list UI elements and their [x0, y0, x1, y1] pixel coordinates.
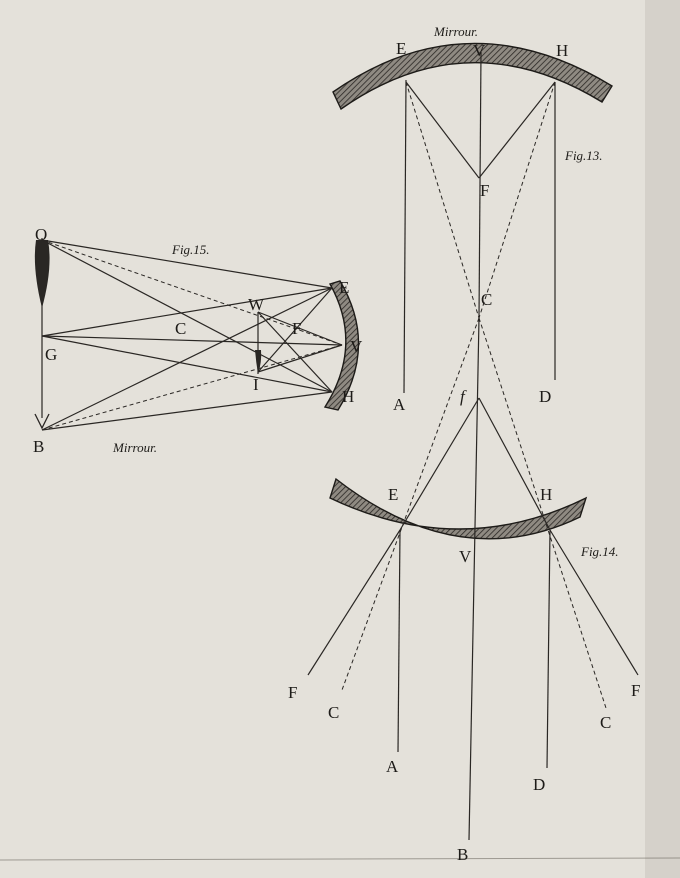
arrow-feather-icon	[34, 240, 50, 308]
image-feather-icon	[255, 350, 262, 374]
label-E: E	[388, 485, 398, 504]
label-F-left: F	[288, 683, 297, 702]
fig13-title: Mirrour.	[433, 24, 478, 39]
reflected-ray-H-F	[478, 81, 556, 179]
label-H: H	[556, 41, 568, 60]
virtual-ray-f-H	[478, 397, 551, 531]
reflected-V-W	[257, 311, 343, 346]
fig15-title: Mirrour.	[112, 440, 157, 455]
reflected-ray-left	[307, 529, 401, 676]
virtual-ray-f-E	[399, 397, 480, 531]
concave-mirror-fig13	[332, 42, 613, 111]
ray-O-E	[41, 239, 333, 289]
label-C-right: C	[600, 713, 611, 732]
normal-right	[478, 317, 607, 709]
label-A: A	[386, 757, 399, 776]
reflected-ray-E-F	[405, 81, 480, 179]
concave-mirror-fig15	[323, 280, 360, 411]
label-G: G	[45, 345, 57, 364]
ray-B-V	[41, 344, 343, 431]
label-f: f	[460, 387, 467, 406]
ray-G-H	[41, 335, 333, 393]
reflected-V-I	[257, 344, 343, 373]
label-W: W	[248, 295, 265, 314]
label-C-left: C	[328, 703, 339, 722]
radius-E-C	[405, 81, 480, 319]
ray-B-E	[41, 287, 333, 431]
label-V: V	[350, 337, 363, 356]
label-H: H	[540, 485, 552, 504]
radius-H-C	[478, 81, 556, 319]
arrow-head-icon	[34, 413, 50, 430]
label-F: F	[292, 319, 301, 338]
normal-left	[341, 317, 480, 691]
label-D: D	[533, 775, 545, 794]
figure-15: Fig.15. O G B Mirrour. C W F I E V H	[33, 225, 363, 456]
optical-axis-fig14	[468, 317, 480, 841]
label-I: I	[253, 375, 259, 394]
reflected-ray-right	[549, 529, 639, 676]
label-D: D	[539, 387, 551, 406]
label-V: V	[473, 41, 486, 60]
label-C: C	[175, 319, 186, 338]
label-H: H	[342, 387, 354, 406]
reflected-E-I	[257, 287, 333, 373]
figure-14: f E H V Fig.14. F C A B D C F	[288, 317, 640, 864]
label-F: F	[480, 181, 489, 200]
ray-A	[397, 529, 401, 753]
label-B: B	[33, 437, 44, 456]
convex-mirror-fig14	[329, 477, 588, 540]
label-C: C	[481, 290, 492, 309]
ray-G-V	[41, 335, 343, 346]
ray-D	[546, 529, 551, 769]
label-O: O	[35, 225, 47, 244]
ray-O-V	[41, 239, 343, 346]
ray-G-E	[41, 287, 333, 337]
fig15-caption: Fig.15.	[171, 242, 210, 257]
label-E: E	[396, 39, 406, 58]
reflected-H-W	[257, 311, 333, 393]
optical-axis-fig13	[478, 51, 482, 319]
ray-B-H	[41, 391, 333, 431]
ray-A-E	[403, 79, 407, 394]
label-F-right: F	[631, 681, 640, 700]
label-V: V	[459, 547, 472, 566]
fig13-caption: Fig.13.	[564, 148, 603, 163]
label-B: B	[457, 845, 468, 864]
ray-O-H	[41, 239, 333, 393]
label-E: E	[339, 278, 349, 297]
label-A: A	[393, 395, 406, 414]
figure-13: Mirrour. E V H Fig.13. F C A D	[332, 24, 613, 414]
fig14-caption: Fig.14.	[580, 544, 619, 559]
